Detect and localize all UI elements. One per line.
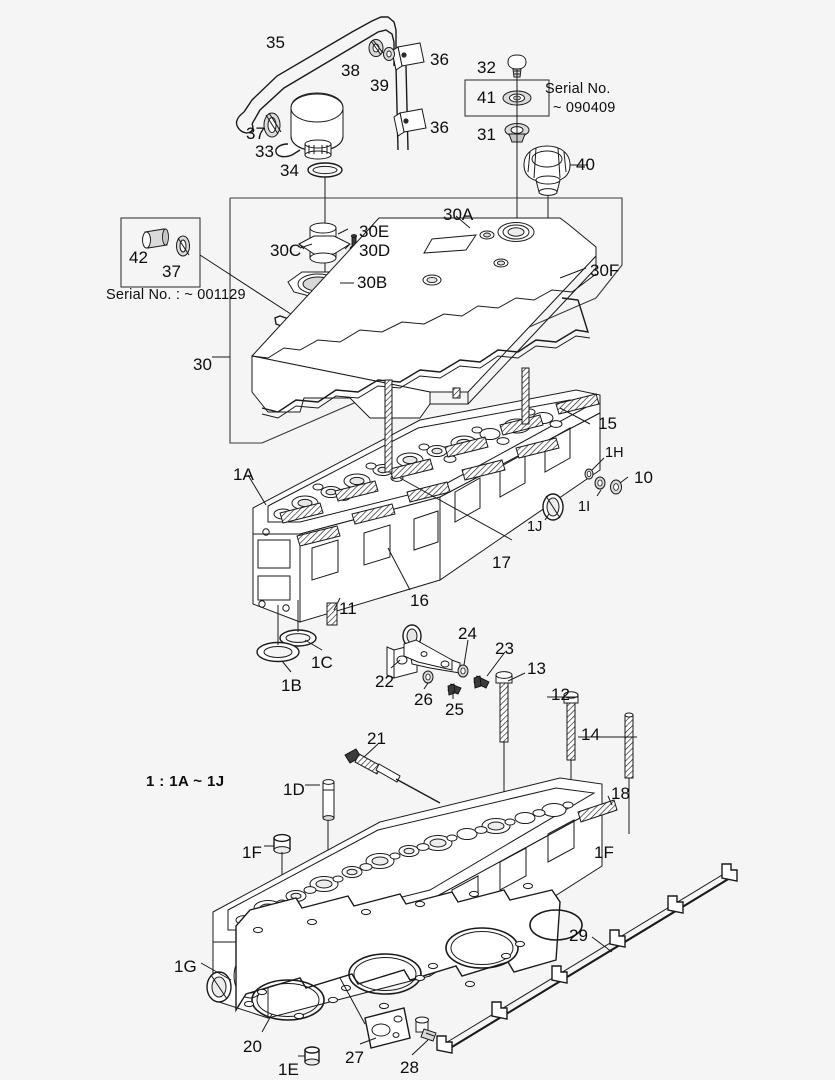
legend-note: 1 : 1A ~ 1J: [146, 773, 225, 790]
callout-1D: 1D: [283, 780, 305, 799]
callout-27: 27: [345, 1048, 364, 1067]
part-13-head-bolt: [495, 671, 513, 743]
part-42-bush: [142, 228, 169, 249]
callout-32: 32: [477, 58, 496, 77]
callout-29: 29: [569, 926, 588, 945]
callout-36-upper: 36: [430, 50, 449, 69]
callout-21: 21: [367, 729, 386, 748]
serial-note-left: Serial No. : ~ 001129: [106, 287, 246, 303]
part-10-washer: [610, 479, 622, 495]
serial-inset-box-left: [120, 217, 201, 288]
callout-25: 25: [445, 700, 464, 719]
callout-1A: 1A: [233, 465, 254, 484]
callout-30A: 30A: [443, 205, 474, 224]
part-33-oil-filler-cup: [275, 92, 344, 160]
part-30E-screw: [350, 234, 358, 247]
serial-inset-box-right: [464, 79, 550, 117]
part-1E-plug: [304, 1046, 320, 1066]
callout-40: 40: [576, 155, 595, 174]
callout-1E: 1E: [278, 1060, 299, 1079]
part-21-glow-plug: [344, 748, 441, 804]
part-34-o-ring: [307, 162, 343, 178]
callout-1C: 1C: [311, 653, 333, 672]
part-1D-valve-guide: [322, 779, 335, 821]
callout-30F: 30F: [590, 261, 620, 280]
callout-1H: 1H: [605, 445, 624, 461]
part-29-rail: [436, 863, 738, 1054]
callout-17: 17: [492, 553, 511, 572]
part-38-washer: [368, 39, 384, 57]
callout-12: 12: [551, 685, 570, 704]
part-39-washer: [383, 47, 395, 61]
callout-1B: 1B: [281, 676, 302, 695]
part-1G-seal: [206, 971, 232, 1003]
part-24-washer: [457, 664, 469, 678]
callout-11: 11: [339, 599, 357, 618]
part-18-stud: [577, 799, 618, 823]
part-20-head-gasket: [235, 882, 583, 1021]
callout-16: 16: [410, 591, 429, 610]
part-28-bolt: [415, 1016, 437, 1042]
callout-13: 13: [527, 659, 546, 678]
callout-35: 35: [266, 33, 285, 52]
callout-24: 24: [458, 624, 477, 643]
callout-41: 41: [477, 88, 496, 107]
callout-39: 39: [370, 76, 389, 95]
callout-30B: 30B: [357, 273, 388, 292]
callout-37-inset: 37: [162, 262, 181, 281]
callout-23: 23: [495, 639, 514, 658]
callout-34: 34: [280, 161, 299, 180]
part-37-grommet-top: [263, 112, 282, 138]
callout-1G: 1G: [174, 957, 197, 976]
callout-18: 18: [611, 784, 630, 803]
callout-30D: 30D: [359, 241, 391, 260]
callout-28: 28: [400, 1058, 419, 1077]
callout-38: 38: [341, 61, 360, 80]
callout-22: 22: [375, 672, 394, 691]
callout-1J: 1J: [527, 519, 543, 535]
part-40-filler-cap: [523, 145, 571, 196]
callout-36-lower: 36: [430, 118, 449, 137]
callout-15: 15: [598, 414, 617, 433]
callout-26: 26: [414, 690, 433, 709]
callout-37-top: 37: [246, 124, 265, 143]
callout-1F-right: 1F: [594, 843, 614, 862]
part-1I-washer: [594, 476, 606, 490]
part-1F-cap-left: [273, 833, 291, 854]
part-35-breather-hose: [235, 16, 397, 134]
part-32-bolt: [507, 54, 527, 78]
part-27-cover-plate: [364, 1007, 411, 1049]
serial-note-right-line2: ~ 090409: [553, 100, 616, 116]
callout-10: 10: [634, 468, 653, 487]
part-1B-o-ring: [256, 641, 300, 663]
part-23-screw: [473, 675, 490, 689]
part-22-bracket: [386, 624, 461, 679]
callout-33: 33: [255, 142, 274, 161]
studs-group: [279, 367, 600, 547]
callout-30E: 30E: [359, 222, 390, 241]
callout-30C: 30C: [270, 241, 302, 260]
callout-14: 14: [581, 725, 600, 744]
part-1H-washer: [584, 468, 594, 480]
part-26-washer: [422, 670, 434, 684]
part-14-stud-bolt: [624, 712, 634, 779]
part-30C-pcv-body: [298, 222, 352, 264]
callout-1I: 1I: [578, 499, 591, 515]
callout-30: 30: [193, 355, 212, 374]
callout-1F-left: 1F: [242, 843, 262, 862]
callout-20: 20: [243, 1037, 262, 1056]
part-1J-seal: [542, 493, 564, 521]
callout-42: 42: [129, 248, 148, 267]
serial-note-right-line1: Serial No.: [545, 81, 611, 97]
callout-31: 31: [477, 125, 496, 144]
part-37-grommet-inset: [176, 235, 190, 257]
